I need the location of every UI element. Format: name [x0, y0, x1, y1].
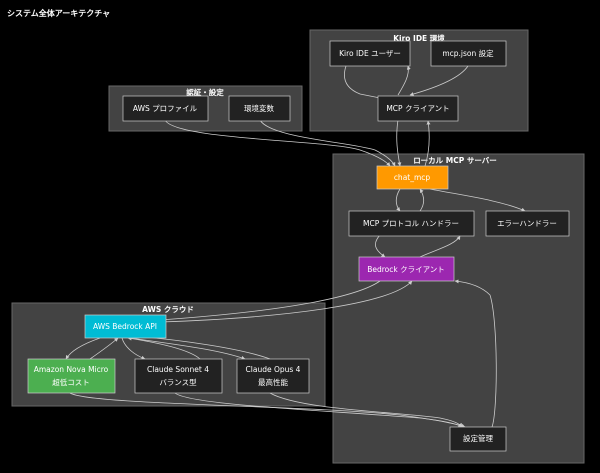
node-bedrock-api-label: AWS Bedrock API — [93, 322, 157, 331]
edge-chat-mcp-to-error-handler — [429, 188, 526, 212]
edge-opus-to-config — [269, 392, 463, 428]
edge-mcp-client-to-kiro-user — [397, 65, 411, 96]
node-env-vars: 環境変数 — [228, 95, 291, 122]
node-bedrock-api: AWS Bedrock API — [84, 314, 167, 339]
node-error-handler-label: エラーハンドラー — [497, 219, 557, 228]
edge-mcp-json-to-mcp-client — [409, 65, 469, 96]
cluster-kiro-label: Kiro IDE 環境 — [393, 33, 445, 43]
node-env-vars-label: 環境変数 — [244, 103, 274, 113]
node-bedrock-client: Bedrock クライアント — [358, 256, 455, 282]
edge-protocol-to-chat-mcp — [419, 188, 425, 212]
node-claude-opus-line1: Claude Opus 4 — [246, 365, 301, 374]
node-nova-micro-line2: 超低コスト — [52, 377, 90, 387]
node-mcp-json-label: mcp.json 設定 — [442, 48, 494, 58]
edge-protocol-to-bedrock-client — [375, 234, 386, 258]
edge-env-vars-to-chat-mcp — [259, 119, 396, 167]
node-config-mgmt-label: 設定管理 — [463, 433, 493, 443]
node-claude-opus: Claude Opus 4 最高性能 — [236, 358, 310, 394]
node-nova-micro: Amazon Nova Micro 超低コスト — [27, 358, 116, 394]
node-mcp-client: MCP クライアント — [377, 95, 459, 122]
cluster-local-mcp: ローカル MCP サーバー — [332, 153, 585, 464]
edges — [65, 65, 526, 428]
node-kiro-user: Kiro IDE ユーザー — [329, 40, 411, 67]
node-claude-sonnet: Claude Sonnet 4 バランス型 — [134, 358, 223, 394]
node-mcp-json: mcp.json 設定 — [430, 40, 507, 67]
node-kiro-user-label: Kiro IDE ユーザー — [339, 49, 401, 58]
edge-config-to-bedrock-client — [454, 279, 497, 428]
node-protocol-handler-label: MCP プロトコル ハンドラー — [363, 219, 459, 228]
node-aws-profile-label: AWS プロファイル — [133, 104, 198, 113]
edge-bedrock-api-to-sonnet — [121, 337, 146, 360]
edge-sonnet-to-bedrock-api — [127, 336, 201, 360]
node-claude-opus-line2: 最高性能 — [258, 377, 288, 387]
node-protocol-handler: MCP プロトコル ハンドラー — [348, 210, 475, 237]
edge-mcp-client-to-chat-mcp — [396, 119, 402, 167]
edge-chat-mcp-to-protocol — [395, 188, 401, 212]
edge-bedrock-api-to-nova — [65, 337, 101, 360]
edge-kiro-user-to-mcp-client — [343, 65, 391, 102]
node-bedrock-client-label: Bedrock クライアント — [367, 265, 445, 274]
cluster-aws-label: AWS クラウド — [142, 304, 194, 314]
edge-aws-profile-to-chat-mcp — [164, 119, 391, 167]
node-config-mgmt: 設定管理 — [449, 426, 507, 452]
node-chat-mcp-label: chat_mcp — [394, 173, 431, 182]
edge-bedrock-api-to-opus — [129, 337, 246, 360]
edge-sonnet-to-config — [174, 392, 463, 428]
node-nova-micro-line1: Amazon Nova Micro — [34, 365, 109, 374]
node-claude-sonnet-line1: Claude Sonnet 4 — [147, 365, 209, 374]
node-chat-mcp: chat_mcp — [376, 165, 449, 190]
edge-bedrock-client-to-protocol — [419, 235, 461, 258]
node-mcp-client-label: MCP クライアント — [386, 104, 449, 113]
edge-chat-mcp-to-mcp-client — [424, 120, 431, 167]
node-claude-sonnet-line2: バランス型 — [159, 378, 197, 387]
edge-bedrock-client-to-bedrock-api — [159, 280, 381, 322]
cluster-auth-label: 認証・設定 — [186, 87, 224, 97]
node-error-handler: エラーハンドラー — [485, 210, 570, 237]
page-title: システム全体アーキテクチャ — [7, 9, 111, 18]
node-aws-profile: AWS プロファイル — [122, 95, 209, 122]
cluster-local-label: ローカル MCP サーバー — [413, 156, 497, 165]
edge-bedrock-api-to-bedrock-client — [159, 280, 413, 323]
edge-nova-to-bedrock-api — [89, 337, 119, 360]
